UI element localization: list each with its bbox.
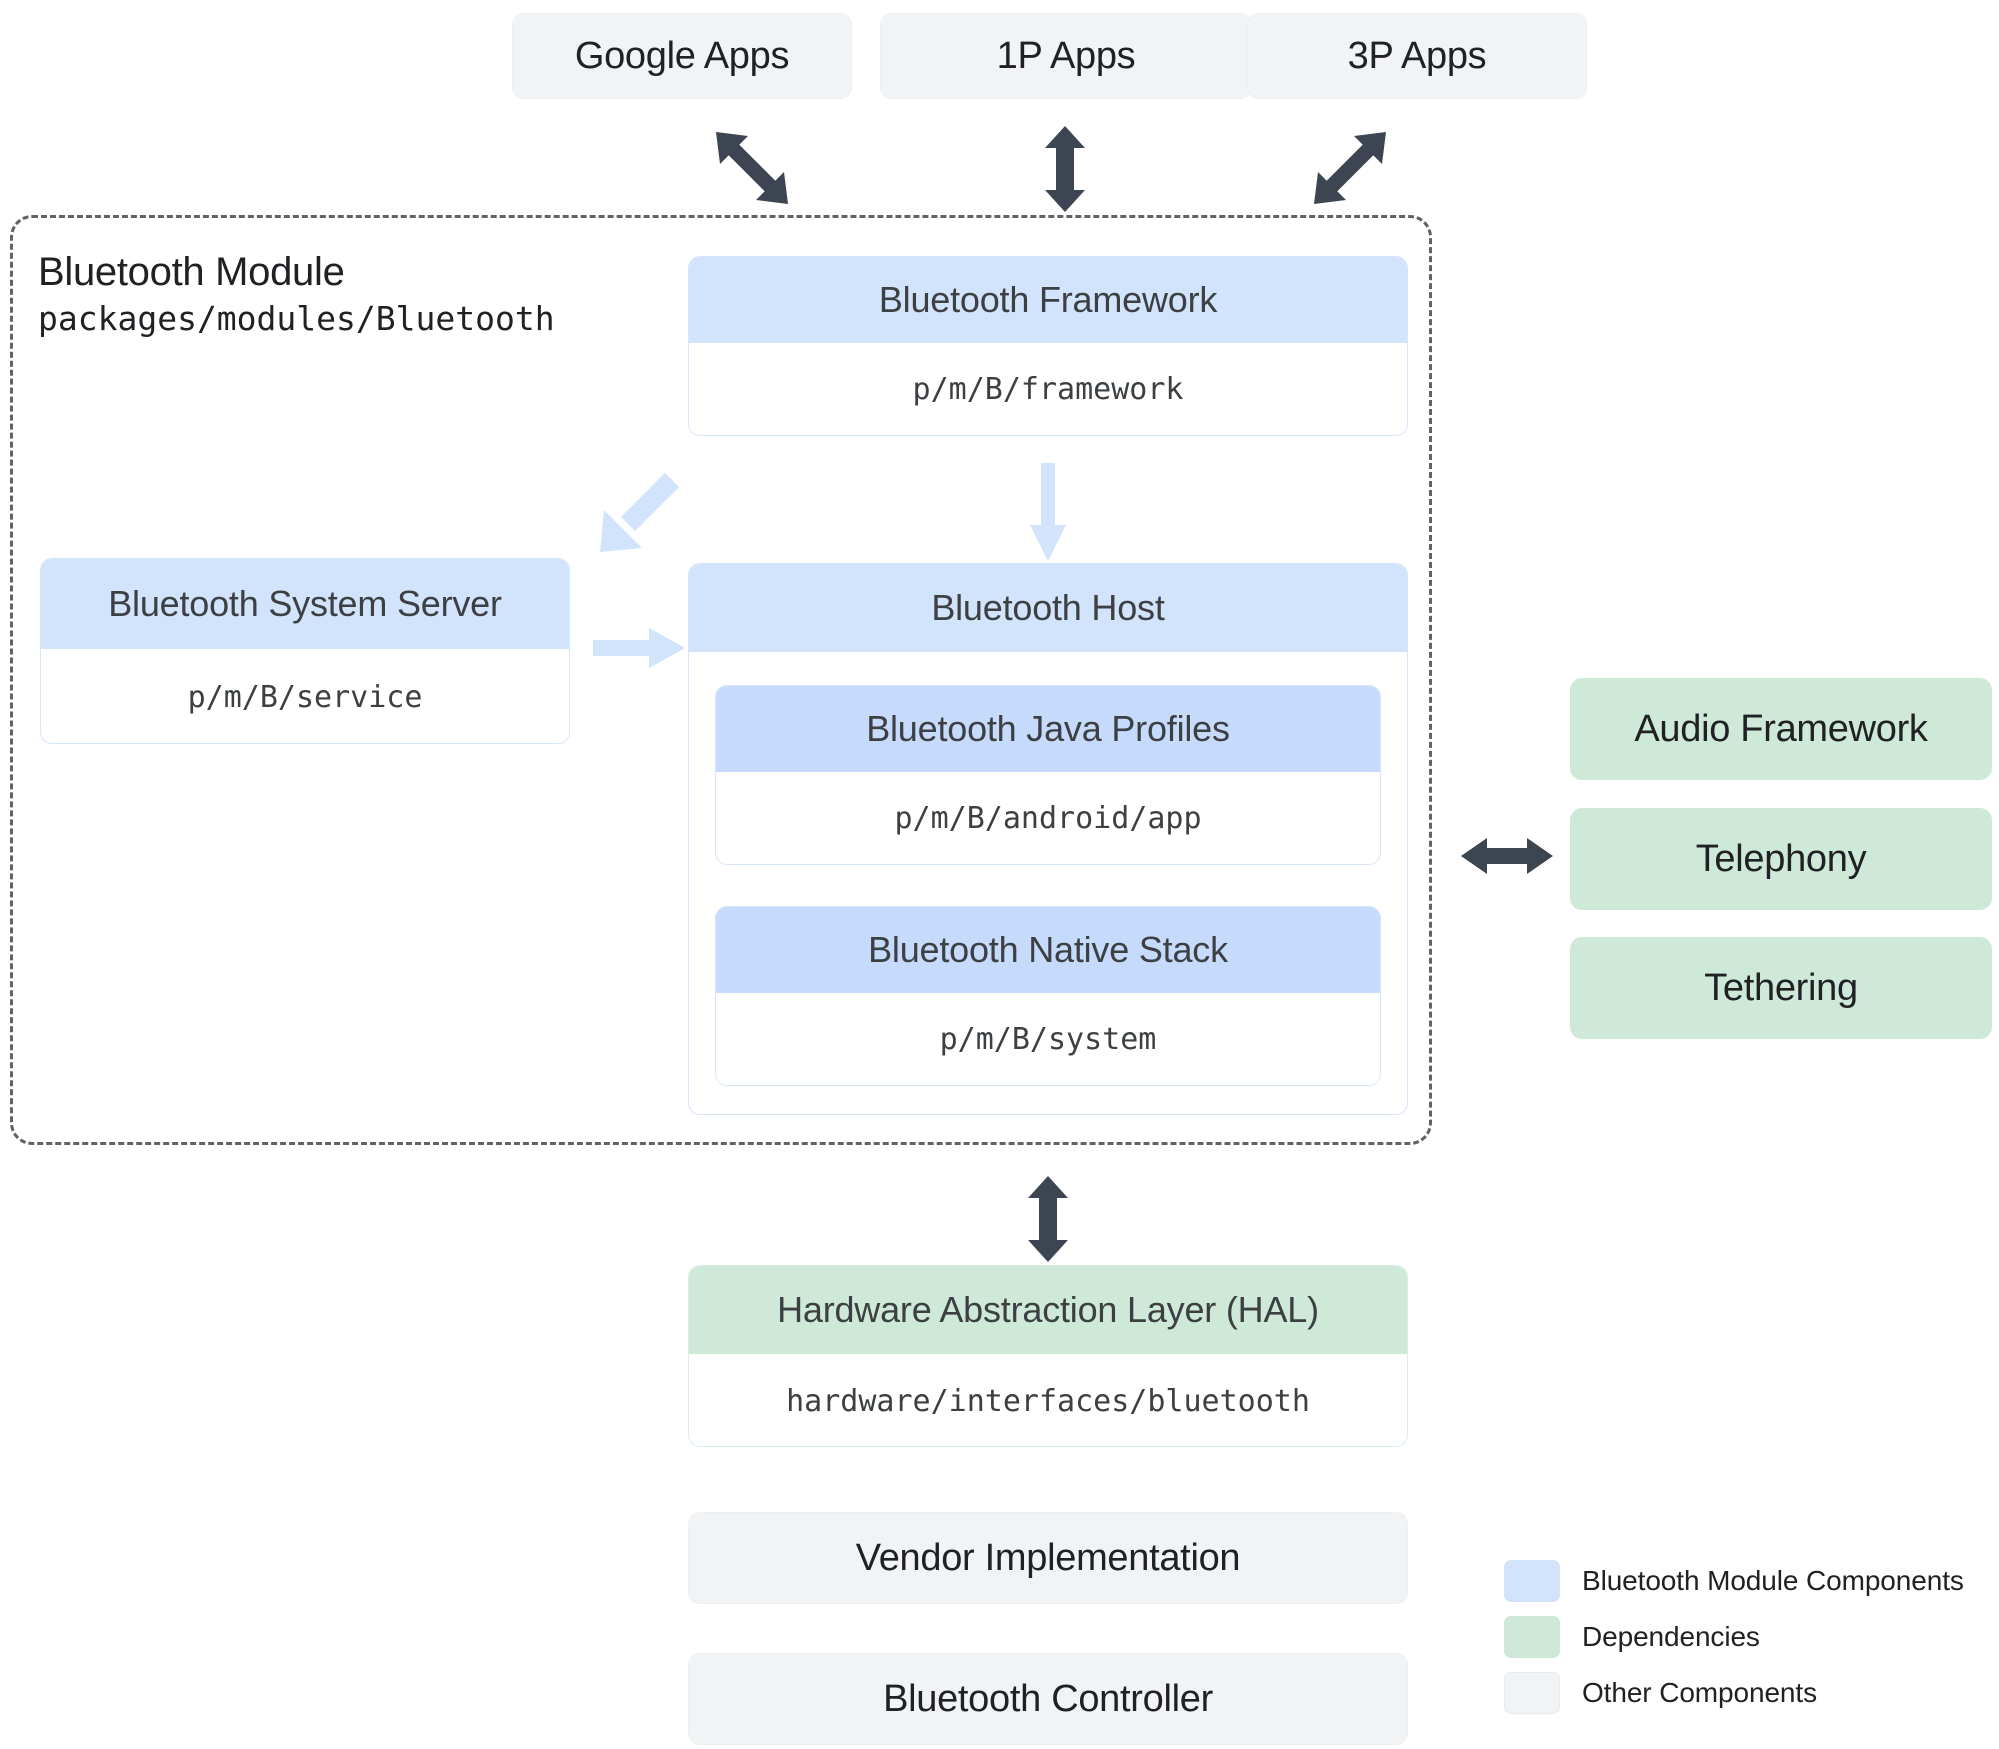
bluetooth-module-container [10, 215, 1432, 1145]
app-box-google-apps[interactable]: Google Apps [512, 13, 852, 99]
bluetooth-controller-box[interactable]: Bluetooth Controller [688, 1653, 1408, 1745]
app-box-3p-apps-label: 3P Apps [1347, 34, 1487, 77]
framework-to-host-arrow [1030, 463, 1066, 561]
double-diagonal-nesw-arrow [1310, 128, 1390, 208]
dependency-box-tethering-label: Tethering [1704, 966, 1858, 1009]
legend-swatch-green [1504, 1616, 1560, 1658]
bluetooth-system-server-title: Bluetooth System Server [41, 559, 569, 649]
bluetooth-java-profiles-path: p/m/B/android/app [716, 772, 1380, 864]
legend-item-module-components: Bluetooth Module Components [1504, 1555, 1964, 1607]
module-path: packages/modules/Bluetooth [38, 299, 555, 338]
bluetooth-system-server-path: p/m/B/service [41, 649, 569, 743]
legend-swatch-blue [1504, 1560, 1560, 1602]
legend-label-module-components: Bluetooth Module Components [1582, 1565, 1964, 1596]
vendor-implementation-label: Vendor Implementation [855, 1536, 1241, 1579]
bluetooth-framework-box[interactable]: Bluetooth Framework p/m/B/framework [688, 256, 1408, 436]
bluetooth-java-profiles-box[interactable]: Bluetooth Java Profiles p/m/B/android/ap… [715, 685, 1381, 865]
bluetooth-native-stack-title: Bluetooth Native Stack [716, 907, 1380, 993]
bluetooth-host-title: Bluetooth Host [689, 564, 1407, 652]
dependency-box-audio-framework-label: Audio Framework [1634, 707, 1928, 750]
dependency-box-telephony-label: Telephony [1695, 837, 1867, 880]
legend-label-dependencies: Dependencies [1582, 1621, 1760, 1652]
bluetooth-system-server-box[interactable]: Bluetooth System Server p/m/B/service [40, 558, 570, 744]
hal-box[interactable]: Hardware Abstraction Layer (HAL) hardwar… [688, 1265, 1408, 1447]
app-box-google-apps-label: Google Apps [574, 34, 790, 77]
hal-path: hardware/interfaces/bluetooth [689, 1354, 1407, 1446]
double-diagonal-nwse-arrow [712, 128, 792, 208]
legend-item-other-components: Other Components [1504, 1667, 1964, 1719]
bluetooth-framework-path: p/m/B/framework [689, 343, 1407, 435]
legend-swatch-grey [1504, 1672, 1560, 1714]
dependency-box-audio-framework[interactable]: Audio Framework [1570, 678, 1992, 780]
hal-title: Hardware Abstraction Layer (HAL) [689, 1266, 1407, 1354]
vendor-implementation-box[interactable]: Vendor Implementation [688, 1512, 1408, 1604]
double-vertical-arrow-apps [1037, 126, 1093, 212]
legend: Bluetooth Module Components Dependencies… [1504, 1555, 1964, 1723]
system-server-to-host-arrow [593, 626, 685, 670]
app-box-1p-apps-label: 1P Apps [996, 34, 1136, 77]
bluetooth-framework-title: Bluetooth Framework [689, 257, 1407, 343]
bluetooth-native-stack-box[interactable]: Bluetooth Native Stack p/m/B/system [715, 906, 1381, 1086]
module-title: Bluetooth Module [38, 250, 345, 294]
host-to-dependencies-arrow [1461, 830, 1553, 882]
dependency-box-telephony[interactable]: Telephony [1570, 808, 1992, 910]
bluetooth-java-profiles-title: Bluetooth Java Profiles [716, 686, 1380, 772]
framework-to-system-server-arrow [594, 468, 684, 558]
legend-label-other-components: Other Components [1582, 1677, 1817, 1708]
bluetooth-controller-label: Bluetooth Controller [883, 1677, 1213, 1720]
app-box-3p-apps[interactable]: 3P Apps [1247, 13, 1587, 99]
legend-item-dependencies: Dependencies [1504, 1611, 1964, 1663]
app-box-1p-apps[interactable]: 1P Apps [880, 13, 1252, 99]
module-to-hal-arrow [1020, 1176, 1076, 1262]
bluetooth-native-stack-path: p/m/B/system [716, 993, 1380, 1085]
dependency-box-tethering[interactable]: Tethering [1570, 937, 1992, 1039]
